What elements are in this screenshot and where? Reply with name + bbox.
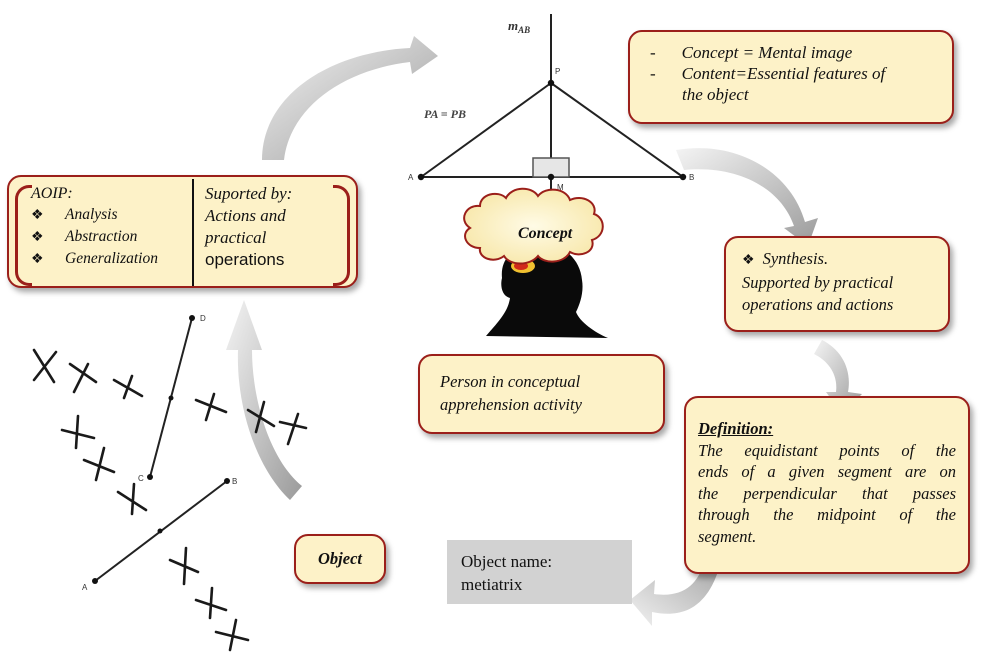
point-a-label: A — [408, 173, 414, 182]
aoip-item-analysis: ❖ Analysis — [31, 204, 158, 226]
aoip-item-abstraction: ❖ Abstraction — [31, 226, 158, 248]
sketch-point-b: B — [232, 477, 237, 486]
sketch-point-c: C — [138, 474, 144, 483]
aoip-box: AOIP: ❖ Analysis ❖ Abstraction ❖ General… — [7, 175, 358, 288]
cycle-arrow-left-up — [226, 300, 302, 500]
cycle-arrow-top-left — [262, 36, 438, 160]
sketch-point-a: A — [82, 583, 88, 592]
person-box: Person in conceptual apprehension activi… — [418, 354, 665, 434]
content-line: - Content=Essential features of — [650, 63, 942, 84]
definition-line-3: the perpendicular that passes — [698, 483, 956, 503]
definition-line-5: segment. — [698, 526, 757, 546]
sketch-point-d: D — [200, 314, 206, 323]
content-text-continued: the object — [682, 85, 749, 104]
content-line-continued: the object — [650, 84, 942, 105]
concept-cloud — [463, 187, 604, 265]
synthesis-title: ❖Synthesis. — [742, 249, 829, 268]
segment-pa — [420, 82, 552, 178]
segment-pb — [550, 82, 684, 178]
object-name-value: metiatrix — [461, 575, 523, 594]
pa-equals-pb-label: PA = PB — [424, 107, 466, 121]
aoip-support-text: Suported by: Actions and practical opera… — [205, 184, 293, 269]
right-bracket — [333, 185, 350, 286]
diamond-bullet-icon: ❖ — [31, 208, 44, 223]
definition-line-2: ends of a given segment are on — [698, 462, 956, 481]
diamond-bullet-icon: ❖ — [742, 253, 755, 268]
concept-definition-box: - Concept = Mental image - Content=Essen… — [628, 30, 954, 124]
point-m-label: M — [557, 183, 564, 192]
object-box: Object — [294, 534, 386, 584]
object-label: Object — [318, 549, 362, 568]
definition-box: Definition: The equidistant points of th… — [684, 396, 970, 574]
aoip-list: AOIP: ❖ Analysis ❖ Abstraction ❖ General… — [31, 183, 158, 270]
cycle-arrow-right — [814, 340, 862, 414]
object-name-box: Object name: metiatrix — [447, 540, 632, 604]
person-line-2: apprehension activity — [440, 395, 582, 414]
concept-line: - Concept = Mental image — [650, 42, 942, 63]
synthesis-line-3: operations and actions — [742, 295, 894, 314]
definition-title: Definition: — [698, 419, 774, 438]
point-p-label: P — [555, 67, 560, 76]
object-sketch — [94, 317, 228, 582]
m-ab-label: mAB — [508, 18, 530, 35]
synthesis-line-2: Supported by practical — [742, 273, 894, 292]
left-bracket — [15, 185, 32, 286]
definition-line-4: through the midpoint of the — [698, 505, 956, 524]
definition-line-1: The equidistant points of the — [698, 440, 956, 460]
aoip-item-generalization: ❖ Generalization — [31, 248, 158, 270]
diamond-bullet-icon: ❖ — [31, 230, 44, 245]
concept-cloud-label: Concept — [518, 225, 573, 242]
dash-marker: - — [650, 64, 656, 83]
aoip-title: AOIP: — [31, 185, 73, 202]
person-line-1: Person in conceptual — [440, 372, 581, 391]
content-text: Content=Essential features of — [681, 64, 886, 83]
hand-drawn-crosses — [32, 348, 308, 652]
aoip-divider — [192, 179, 194, 286]
dash-marker: - — [650, 43, 656, 62]
object-name-title: Object name: — [461, 552, 553, 571]
synthesis-box: ❖Synthesis. Supported by practical opera… — [724, 236, 950, 332]
concept-mental-image-text: Concept = Mental image — [681, 43, 853, 62]
cycle-arrow-bottom-right — [630, 562, 720, 626]
point-b-label: B — [689, 173, 694, 182]
diamond-bullet-icon: ❖ — [31, 252, 44, 267]
cycle-arrow-top-right — [676, 148, 818, 246]
